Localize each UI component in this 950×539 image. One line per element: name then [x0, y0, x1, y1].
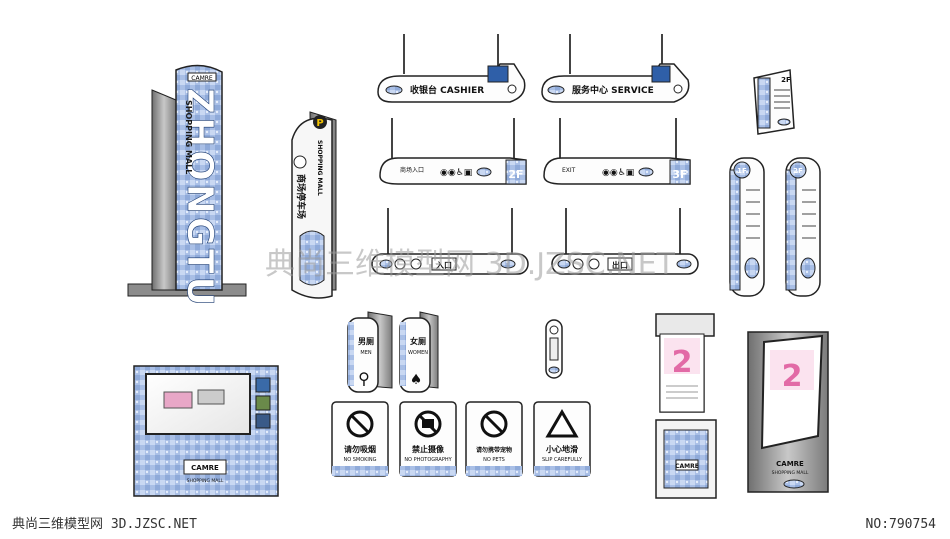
- stand-plate: CAMRE: [675, 463, 699, 470]
- pylon-plate-text: CAMRE: [191, 75, 213, 82]
- slippery-en: SLIP CAREFULLY: [542, 457, 583, 463]
- prohibition-no-smoking: 请勿吸烟 NO SMOKING: [331, 401, 389, 477]
- hanging-sign-cashier: 收银台 CASHIER: [377, 34, 526, 103]
- catalog-number: NO:790754: [866, 517, 937, 532]
- lightbox-stand: 2 CAMRE SHOPPING MALL: [747, 331, 829, 493]
- floor-directory-small: 2F: [753, 69, 795, 135]
- men-en: MEN: [360, 350, 371, 356]
- pylon-plate: [187, 72, 217, 82]
- watermark-center: 典尚三维模型网 3D.JZSC.NET: [265, 247, 676, 282]
- no-pets-cn: 请勿携带宠物: [476, 446, 512, 454]
- prohibition-slippery: 小心地滑 SLIP CAREFULLY: [533, 401, 591, 477]
- small-hanging-tag: [545, 319, 563, 379]
- exit-label: 出口: [612, 260, 628, 270]
- touch-kiosk: CAMRE SHOPPING MALL: [133, 365, 279, 497]
- floor-2f-label: 2F: [508, 168, 523, 181]
- small-totem-floor: 2F: [781, 76, 791, 84]
- poster-number: 2: [672, 345, 693, 380]
- lightbox-sub: SHOPPING MALL: [772, 470, 809, 476]
- parking-sub: SHOPPING MALL: [316, 140, 323, 196]
- lightbox-plate: CAMRE: [776, 460, 804, 468]
- entry-text-2f: 商场入口: [400, 166, 424, 174]
- kiosk-plate-text: CAMRE: [191, 464, 219, 472]
- entry-label: 入口: [435, 261, 452, 270]
- floor-totem-2f: 2F: [785, 157, 821, 297]
- icons-3f: ◉◉♿▣: [602, 168, 634, 178]
- cashier-label: 收银台 CASHIER: [410, 84, 484, 96]
- pylon-sub: SHOPPING MALL: [184, 100, 193, 174]
- kiosk-sub: SHOPPING MALL: [187, 478, 224, 484]
- mall-pylon-sign: CAMRE ZHONGTU SHOPPING MALL: [127, 64, 247, 309]
- hanging-sign-service: 服务中心 SERVICE: [541, 34, 690, 103]
- watermark-bottom-left: 典尚三维模型网 3D.JZSC.NET: [12, 517, 197, 532]
- totem-2f-label: 2F: [793, 167, 803, 175]
- restroom-men-sign: 男厕 MEN ⚲: [347, 311, 393, 393]
- floor-3f-label: 3F: [672, 168, 687, 181]
- hanging-sign-2f: 2F 商场入口 ◉◉♿▣: [379, 118, 527, 185]
- restroom-women-sign: 女厕 WOMEN ♠: [399, 311, 439, 393]
- parking-totem: P 商场停车场 SHOPPING MALL: [291, 111, 337, 299]
- hanging-sign-exit: 出口: [551, 208, 699, 275]
- women-en: WOMEN: [408, 350, 428, 356]
- no-smoking-cn: 请勿吸烟: [344, 444, 376, 454]
- pipe-icon: ⚲: [358, 369, 370, 388]
- parking-p-icon: P: [316, 118, 323, 129]
- prohibition-no-pets: 请勿携带宠物 NO PETS: [465, 401, 523, 477]
- women-cn: 女厕: [410, 336, 426, 346]
- floor-totem-1f: 1F: [729, 157, 765, 297]
- prohibition-no-photo: 禁止摄像 NO PHOTOGRAPHY: [399, 401, 457, 477]
- lightbox-number: 2: [782, 359, 803, 394]
- no-photo-cn: 禁止摄像: [411, 444, 445, 454]
- icons-2f: ◉◉♿▣: [440, 168, 472, 178]
- hanging-sign-3f: 3F EXIT ◉◉♿▣: [543, 118, 691, 185]
- service-label: 服务中心 SERVICE: [572, 84, 654, 96]
- parking-title: 商场停车场: [295, 174, 307, 219]
- hanging-sign-entry: 入口: [371, 208, 529, 275]
- kiosk-plate: [183, 459, 227, 475]
- heel-icon: ♠: [410, 372, 423, 388]
- pylon-brand: ZHONGTU: [179, 88, 220, 309]
- no-smoking-en: NO SMOKING: [343, 457, 376, 463]
- slippery-cn: 小心地滑: [545, 444, 578, 454]
- poster-stand: 2 CAMRE: [655, 313, 717, 499]
- no-pets-en: NO PETS: [483, 457, 505, 463]
- no-photo-en: NO PHOTOGRAPHY: [404, 457, 452, 463]
- men-cn: 男厕: [358, 337, 374, 346]
- totem-1f-label: 1F: [737, 167, 747, 175]
- exit-text-3f: EXIT: [562, 167, 576, 174]
